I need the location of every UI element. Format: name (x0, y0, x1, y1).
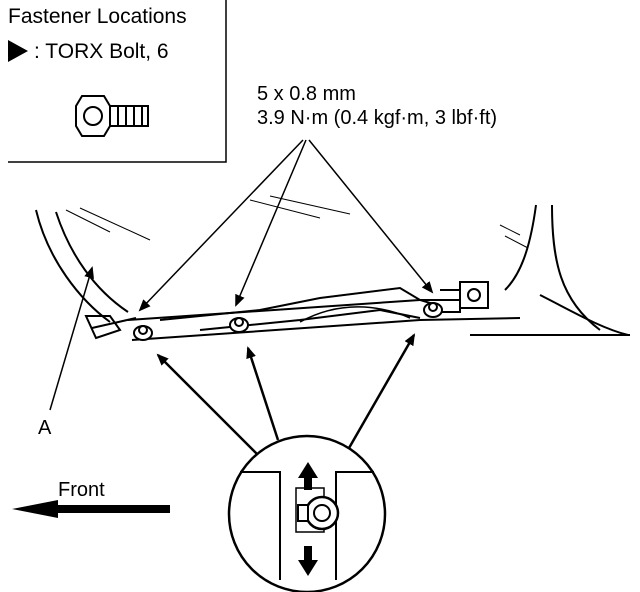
detail-leaders (156, 333, 416, 456)
legend-bolt-type: : TORX Bolt, 6 (8, 40, 169, 62)
bolt-middle (229, 317, 249, 333)
torque-spec: 3.9 N·m (0.4 kgf·m, 3 lbf·ft) (257, 107, 498, 129)
detail-view (227, 434, 387, 592)
torx-bolt-icon (75, 95, 149, 137)
triangle-marker-icon (8, 40, 28, 62)
front-label: Front (58, 479, 105, 501)
spec-leaders (138, 139, 434, 312)
bolt-left (133, 325, 153, 341)
legend-title: Fastener Locations (8, 5, 187, 28)
legend-box (8, 0, 227, 163)
bracket-assembly (35, 195, 630, 341)
bolt-size-spec: 5 x 0.8 mm (257, 83, 356, 105)
bolt-right (423, 302, 443, 318)
front-arrow (12, 500, 170, 518)
part-label-a: A (38, 417, 52, 439)
bolt-type-text: : TORX Bolt, 6 (34, 40, 169, 63)
label-a-leader (49, 266, 94, 411)
